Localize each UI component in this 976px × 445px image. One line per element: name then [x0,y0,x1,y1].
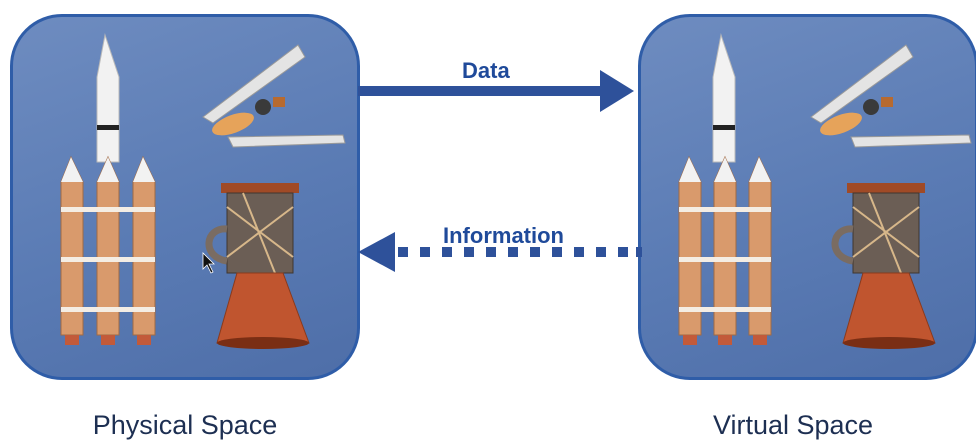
virtual-rocket-illustration [678,33,972,349]
engine-icon [831,183,936,349]
cursor-icon [202,252,215,274]
physical-rocket-illustration [60,33,346,349]
data-arrow-label: Data [462,58,510,83]
rocket-icon [678,33,772,345]
virtual-space-caption: Virtual Space [712,410,874,440]
fairing-icon [202,44,346,148]
physical-space-panel [10,14,360,380]
information-arrow-label: Information [443,223,564,248]
virtual-space-panel [638,14,976,380]
engine-icon [205,183,310,349]
rocket-icon [60,33,156,345]
fairing-icon [810,44,972,148]
physical-space-caption: Physical Space [92,410,278,440]
